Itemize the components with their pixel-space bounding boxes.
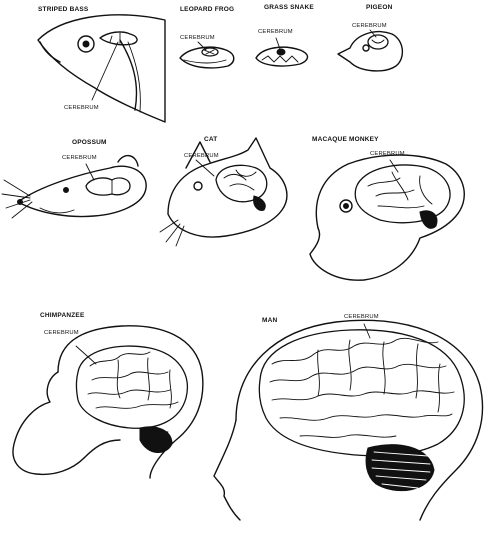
label-macaque-cerebrum: CEREBRUM <box>370 151 405 157</box>
man-drawing <box>213 319 484 521</box>
label-pigeon: PIGEON <box>366 4 393 11</box>
label-man-cerebrum: CEREBRUM <box>344 314 379 320</box>
label-opossum: OPOSSUM <box>72 139 107 146</box>
label-chimpanzee: CHIMPANZEE <box>40 312 85 319</box>
label-striped-bass-cerebrum: CEREBRUM <box>64 105 99 111</box>
label-macaque-monkey: MACAQUE MONKEY <box>312 136 379 143</box>
label-chimpanzee-cerebrum: CEREBRUM <box>44 330 79 336</box>
label-opossum-cerebrum: CEREBRUM <box>62 155 97 161</box>
label-man: MAN <box>262 317 278 324</box>
pigeon-drawing <box>337 29 403 72</box>
cat-drawing <box>159 137 288 247</box>
label-grass-snake: GRASS SNAKE <box>264 4 314 11</box>
label-cat: CAT <box>204 136 218 143</box>
striped-bass-drawing <box>37 14 166 123</box>
label-leopard-frog: LEOPARD FROG <box>180 6 235 13</box>
label-leopard-frog-cerebrum: CEREBRUM <box>180 35 215 41</box>
grass-snake-drawing <box>255 37 309 67</box>
opossum-drawing <box>1 155 147 219</box>
macaque-drawing <box>309 154 465 281</box>
label-pigeon-cerebrum: CEREBRUM <box>352 23 387 29</box>
chimpanzee-drawing <box>12 325 204 479</box>
leopard-frog-drawing <box>179 41 235 69</box>
label-striped-bass: STRIPED BASS <box>38 6 89 13</box>
label-cat-cerebrum: CEREBRUM <box>184 153 219 159</box>
label-grass-snake-cerebrum: CEREBRUM <box>258 29 293 35</box>
